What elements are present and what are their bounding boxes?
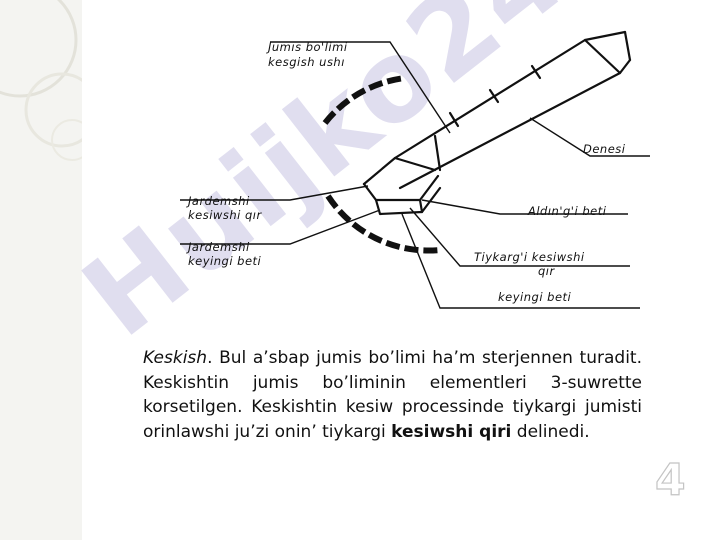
label-aux-back-1: Jardemshi [188,240,250,254]
term-keskish: Keskish [143,348,208,368]
cutter-tool-drawing [180,30,650,309]
term-main-edge: kesiwshi qiri [391,421,512,442]
label-main-edge-1: Tiykarg'i kesiwshi [474,250,585,264]
decorative-circles-icon [0,0,82,161]
page-number: 4 [654,454,686,506]
label-main-edge-2: qır [538,264,555,278]
label-aux-edge-2: kesiwshi qır [188,208,262,222]
label-aux-back-2: keyingi beti [188,254,262,268]
label-back-face: keyingi beti [498,290,572,304]
label-body: Denesi [583,142,626,156]
label-cutting-tip: kesgish ushı [268,55,345,69]
description-paragraph: Keskish. Bul a’sbap jumis bo’limi ha’m s… [143,346,642,444]
label-aux-edge-1: Jardemshi [188,194,250,208]
left-decoration [0,0,82,540]
cutter-diagram: Jumıs bo'limi kesgish ushı Denesi Jardem… [150,18,670,318]
label-working-part: Jumıs bo'limi [268,40,348,54]
description-part2: delinedi. [511,421,590,442]
description-part1: . Bul a’sbap jumis bo’limi ha’m sterjenn… [143,348,642,442]
label-front-face: Aldın'g'i beti [528,204,607,218]
